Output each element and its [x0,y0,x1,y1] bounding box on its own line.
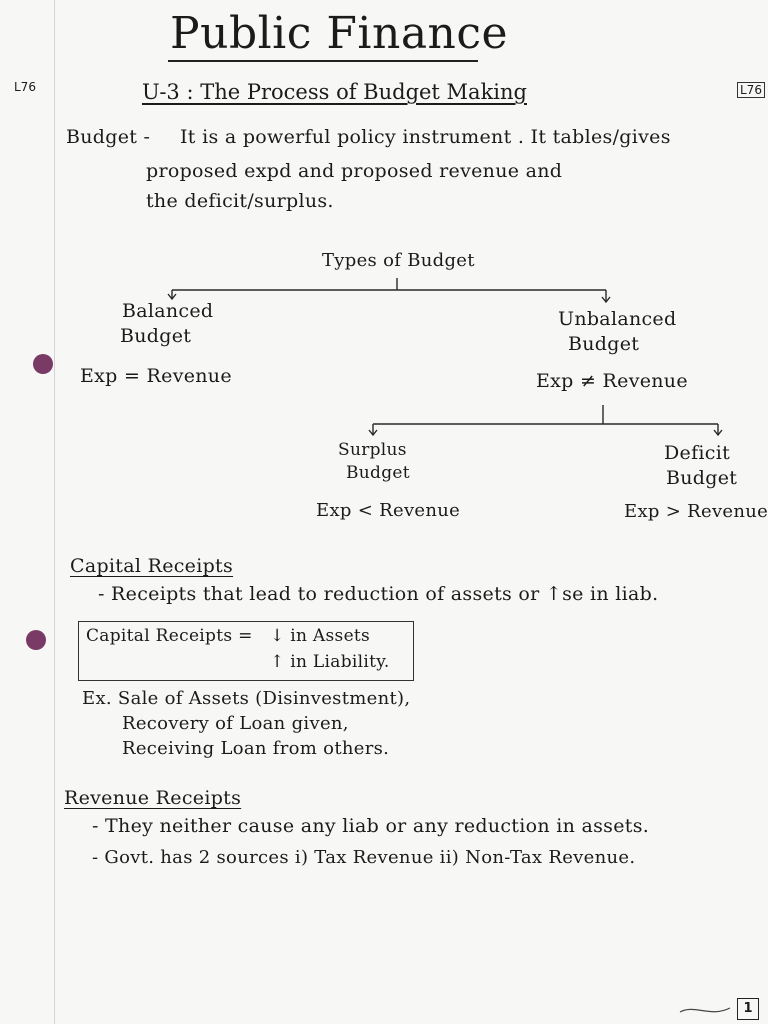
bullet-dot-upper [33,354,53,374]
balanced-equation: Exp = Revenue [80,365,232,387]
capital-box-line-2: ↑ in Liability. [270,652,390,672]
surplus-label-1: Surplus [338,440,407,460]
unbalanced-label-2: Budget [568,333,640,355]
unit-heading: U-3 : The Process of Budget Making [142,80,527,104]
capital-example-3: Receiving Loan from others. [122,738,390,759]
types-heading: Types of Budget [322,250,475,271]
deficit-equation: Exp > Revenue [624,501,768,522]
revenue-line-1: - They neither cause any liab or any red… [92,815,650,837]
capital-example-2: Recovery of Loan given, [122,713,349,734]
capital-definition: - Receipts that lead to reduction of ass… [98,583,659,605]
unbalanced-equation: Exp ≠ Revenue [536,370,688,392]
unbalanced-label-1: Unbalanced [558,308,677,330]
deficit-label-2: Budget [666,467,738,489]
capital-box-line-1: ↓ in Assets [270,626,371,646]
budget-line-2: proposed expd and proposed revenue and [146,160,563,182]
capital-formula-box [78,621,414,681]
balanced-label-2: Budget [120,325,192,347]
capital-heading: Capital Receipts [70,555,234,577]
capital-example-1: Ex. Sale of Assets (Disinvestment), [82,688,411,709]
page-title: Public Finance [170,8,509,59]
bullet-dot-lower [26,630,46,650]
surplus-equation: Exp < Revenue [316,500,461,521]
page-number: 1 [737,998,759,1020]
deficit-label-1: Deficit [664,442,731,464]
budget-line-1: It is a powerful policy instrument . It … [180,126,671,148]
capital-box-label: Capital Receipts = [86,626,253,646]
budget-line-3: the deficit/surplus. [146,190,334,212]
revenue-line-2: - Govt. has 2 sources i) Tax Revenue ii)… [92,847,636,868]
budget-term: Budget - [66,126,151,148]
surplus-label-2: Budget [346,463,410,483]
balanced-label-1: Balanced [122,300,214,322]
margin-line [54,0,55,1024]
revenue-heading: Revenue Receipts [64,787,242,809]
side-label-right: L76 [737,82,765,98]
side-label-left: L76 [14,80,36,94]
title-underline [168,60,478,62]
